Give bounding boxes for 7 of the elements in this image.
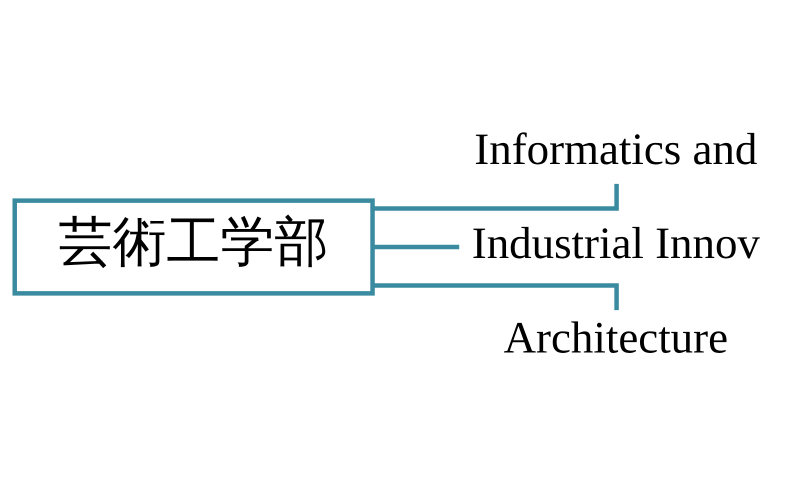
node-text: Architecture	[504, 312, 728, 363]
connector	[373, 184, 619, 211]
connector	[373, 283, 619, 310]
node-text: Informatics and	[474, 124, 758, 174]
node-text: Industrial Innov	[472, 218, 760, 268]
node-box: 芸術工学部	[12, 198, 375, 296]
connector	[372, 244, 460, 250]
